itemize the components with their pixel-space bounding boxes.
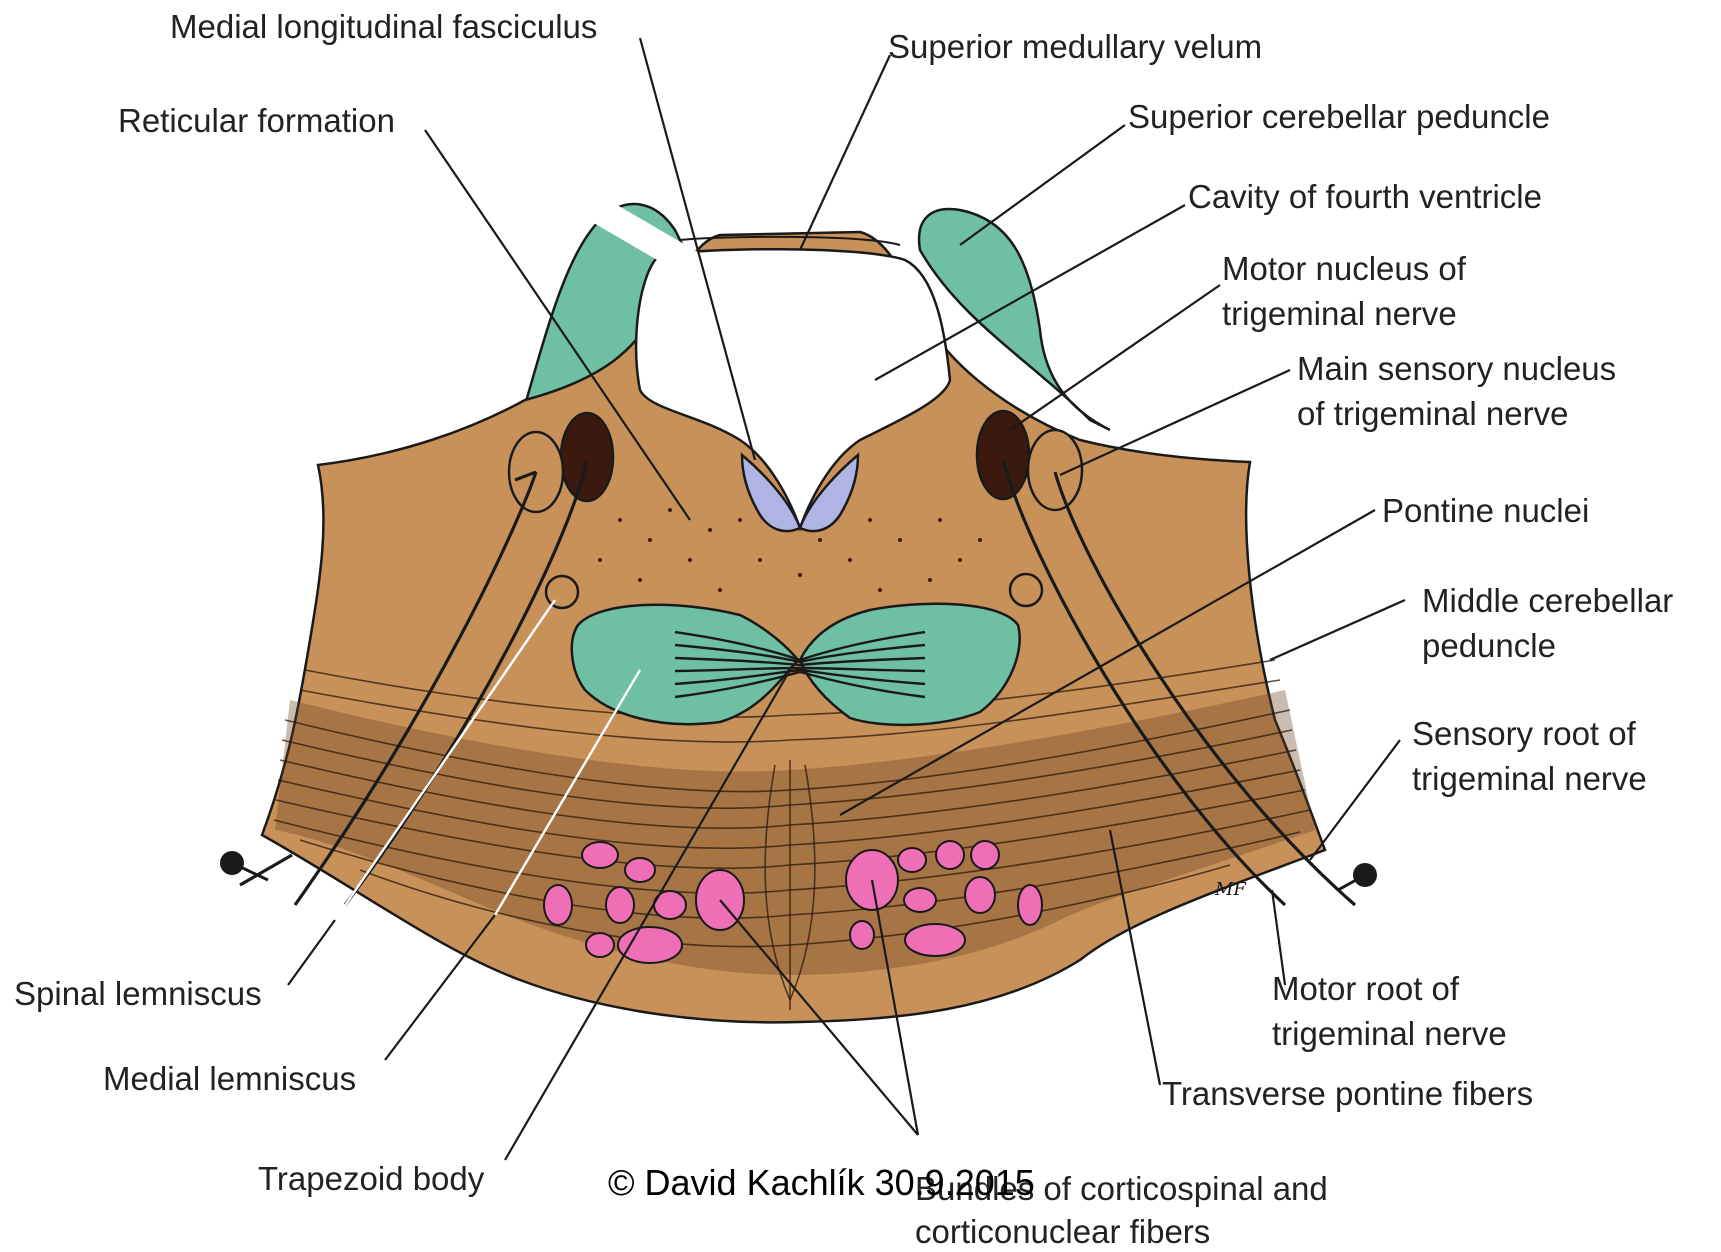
copyright-notice: © David Kachlík 30.9.2015: [608, 1162, 1035, 1203]
spinal-lemniscus-right: [1010, 574, 1042, 606]
main-sensory-nucleus-right: [1028, 430, 1082, 510]
label-motor-nucleus-line2: trigeminal nerve: [1222, 295, 1457, 332]
label-middle-cerebellar-line1: Middle cerebellar: [1422, 582, 1673, 619]
label-transverse-pontine-fibers: Transverse pontine fibers: [1162, 1075, 1533, 1112]
corticospinal-bundle: [1018, 885, 1042, 925]
corticospinal-bundle: [898, 848, 926, 872]
label-spinal-lemniscus: Spinal lemniscus: [14, 975, 262, 1012]
corticospinal-bundle: [965, 877, 995, 913]
label-superior-cerebellar-peduncle: Superior cerebellar peduncle: [1128, 98, 1550, 135]
label-motor-nucleus-line1: Motor nucleus of: [1222, 250, 1467, 287]
label-middle-cerebellar-line2: peduncle: [1422, 627, 1556, 664]
corticospinal-bundle: [625, 858, 655, 882]
label-main-sensory-line2: of trigeminal nerve: [1297, 395, 1568, 432]
label-motor-root-line1: Motor root of: [1272, 970, 1460, 1007]
motor-nucleus-right: [977, 411, 1029, 499]
corticospinal-bundle: [936, 841, 964, 869]
label-main-sensory-line1: Main sensory nucleus: [1297, 350, 1616, 387]
corticospinal-bundle: [850, 921, 874, 949]
motor-nucleus-left: [561, 413, 613, 501]
corticospinal-bundle: [586, 933, 614, 957]
corticospinal-bundle: [606, 887, 634, 923]
label-bundles-line2: corticonuclear fibers: [915, 1213, 1210, 1250]
label-medial-lemniscus: Medial lemniscus: [103, 1060, 356, 1097]
label-medial-longitudinal-fasciculus: Medial longitudinal fasciculus: [170, 8, 597, 45]
corticospinal-bundle: [971, 841, 999, 869]
label-pontine-nuclei: Pontine nuclei: [1382, 492, 1589, 529]
corticospinal-bundle: [618, 927, 682, 963]
label-sensory-root-line2: trigeminal nerve: [1412, 760, 1647, 797]
label-cavity-fourth-ventricle: Cavity of fourth ventricle: [1188, 178, 1542, 215]
corticospinal-bundle: [905, 924, 965, 956]
corticospinal-bundle: [582, 842, 618, 868]
label-superior-medullary-velum: Superior medullary velum: [888, 28, 1262, 65]
label-reticular-formation: Reticular formation: [118, 102, 395, 139]
corticospinal-bundle: [904, 888, 936, 912]
label-motor-root-line2: trigeminal nerve: [1272, 1015, 1507, 1052]
artist-signature: MF: [1214, 879, 1247, 900]
label-sensory-root-line1: Sensory root of: [1412, 715, 1637, 752]
corticospinal-bundle: [544, 885, 572, 925]
spinal-lemniscus-left: [546, 576, 578, 608]
label-trapezoid-body: Trapezoid body: [258, 1160, 485, 1197]
